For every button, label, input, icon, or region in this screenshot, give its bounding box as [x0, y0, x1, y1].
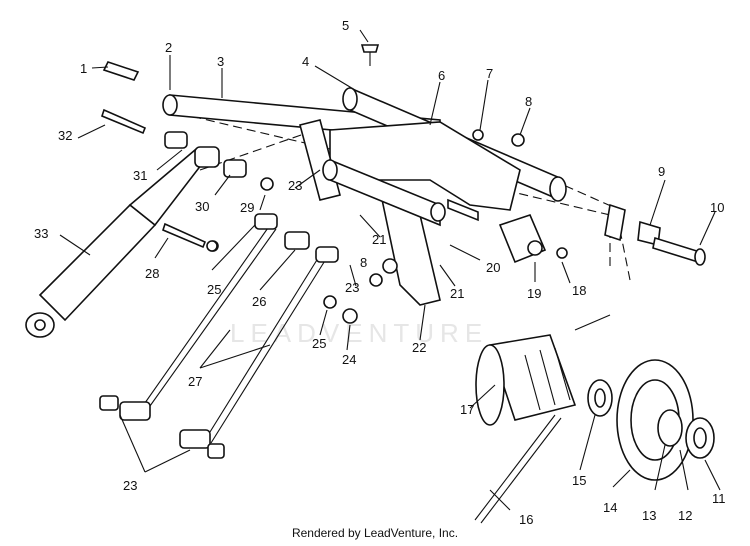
- callout-3: 3: [217, 54, 224, 69]
- callout-25b: 25: [312, 336, 326, 351]
- callout-31: 31: [133, 168, 147, 183]
- callout-21b: 21: [450, 286, 464, 301]
- callout-30: 30: [195, 199, 209, 214]
- pulley: [616, 359, 715, 481]
- callout-25a: 25: [207, 282, 221, 297]
- callout-23b: 23: [345, 280, 359, 295]
- hardware: [206, 129, 525, 324]
- callout-12: 12: [678, 508, 692, 523]
- callout-4: 4: [302, 54, 309, 69]
- footer-credit: Rendered by LeadVenture, Inc.: [291, 526, 459, 540]
- torsion-spring: [474, 314, 611, 524]
- callout-27: 27: [188, 374, 202, 389]
- callout-14: 14: [603, 500, 617, 515]
- callout-8b: 8: [360, 255, 367, 270]
- callout-19: 19: [527, 286, 541, 301]
- frame-body: [329, 121, 521, 211]
- callout-22: 22: [412, 340, 426, 355]
- link-rods: [99, 213, 339, 459]
- callout-7: 7: [486, 66, 493, 81]
- pivot-arm: [322, 158, 479, 306]
- callout-32: 32: [58, 128, 72, 143]
- callout-2: 2: [165, 40, 172, 55]
- callout-33: 33: [34, 226, 48, 241]
- callout-15: 15: [572, 473, 586, 488]
- callout-10: 10: [710, 200, 724, 215]
- callout-13: 13: [642, 508, 656, 523]
- callout-23c: 23: [123, 478, 137, 493]
- callout-24: 24: [342, 352, 356, 367]
- callout-23a: 23: [288, 178, 302, 193]
- washer-15: [587, 379, 613, 417]
- right-bracket: [604, 203, 706, 266]
- callout-6: 6: [438, 68, 445, 83]
- bushings: [164, 131, 274, 191]
- leader-lines: [59, 29, 721, 511]
- callout-28: 28: [145, 266, 159, 281]
- callout-29: 29: [240, 200, 254, 215]
- callout-labels: 1 2 3 4 5 6 7 8 9 10 11 12 13 14 15 16 1…: [34, 18, 726, 527]
- callout-9: 9: [658, 164, 665, 179]
- callout-26: 26: [252, 294, 266, 309]
- callout-17: 17: [460, 402, 474, 417]
- callout-8: 8: [525, 94, 532, 109]
- callout-1: 1: [80, 61, 87, 76]
- callout-5: 5: [342, 18, 349, 33]
- callout-21a: 21: [372, 232, 386, 247]
- callout-20: 20: [486, 260, 500, 275]
- callout-18: 18: [572, 283, 586, 298]
- callout-16: 16: [519, 512, 533, 527]
- bracket-19: [498, 214, 568, 264]
- callout-11: 11: [712, 491, 726, 506]
- shock-absorber: [25, 148, 207, 338]
- bolts: [101, 44, 380, 252]
